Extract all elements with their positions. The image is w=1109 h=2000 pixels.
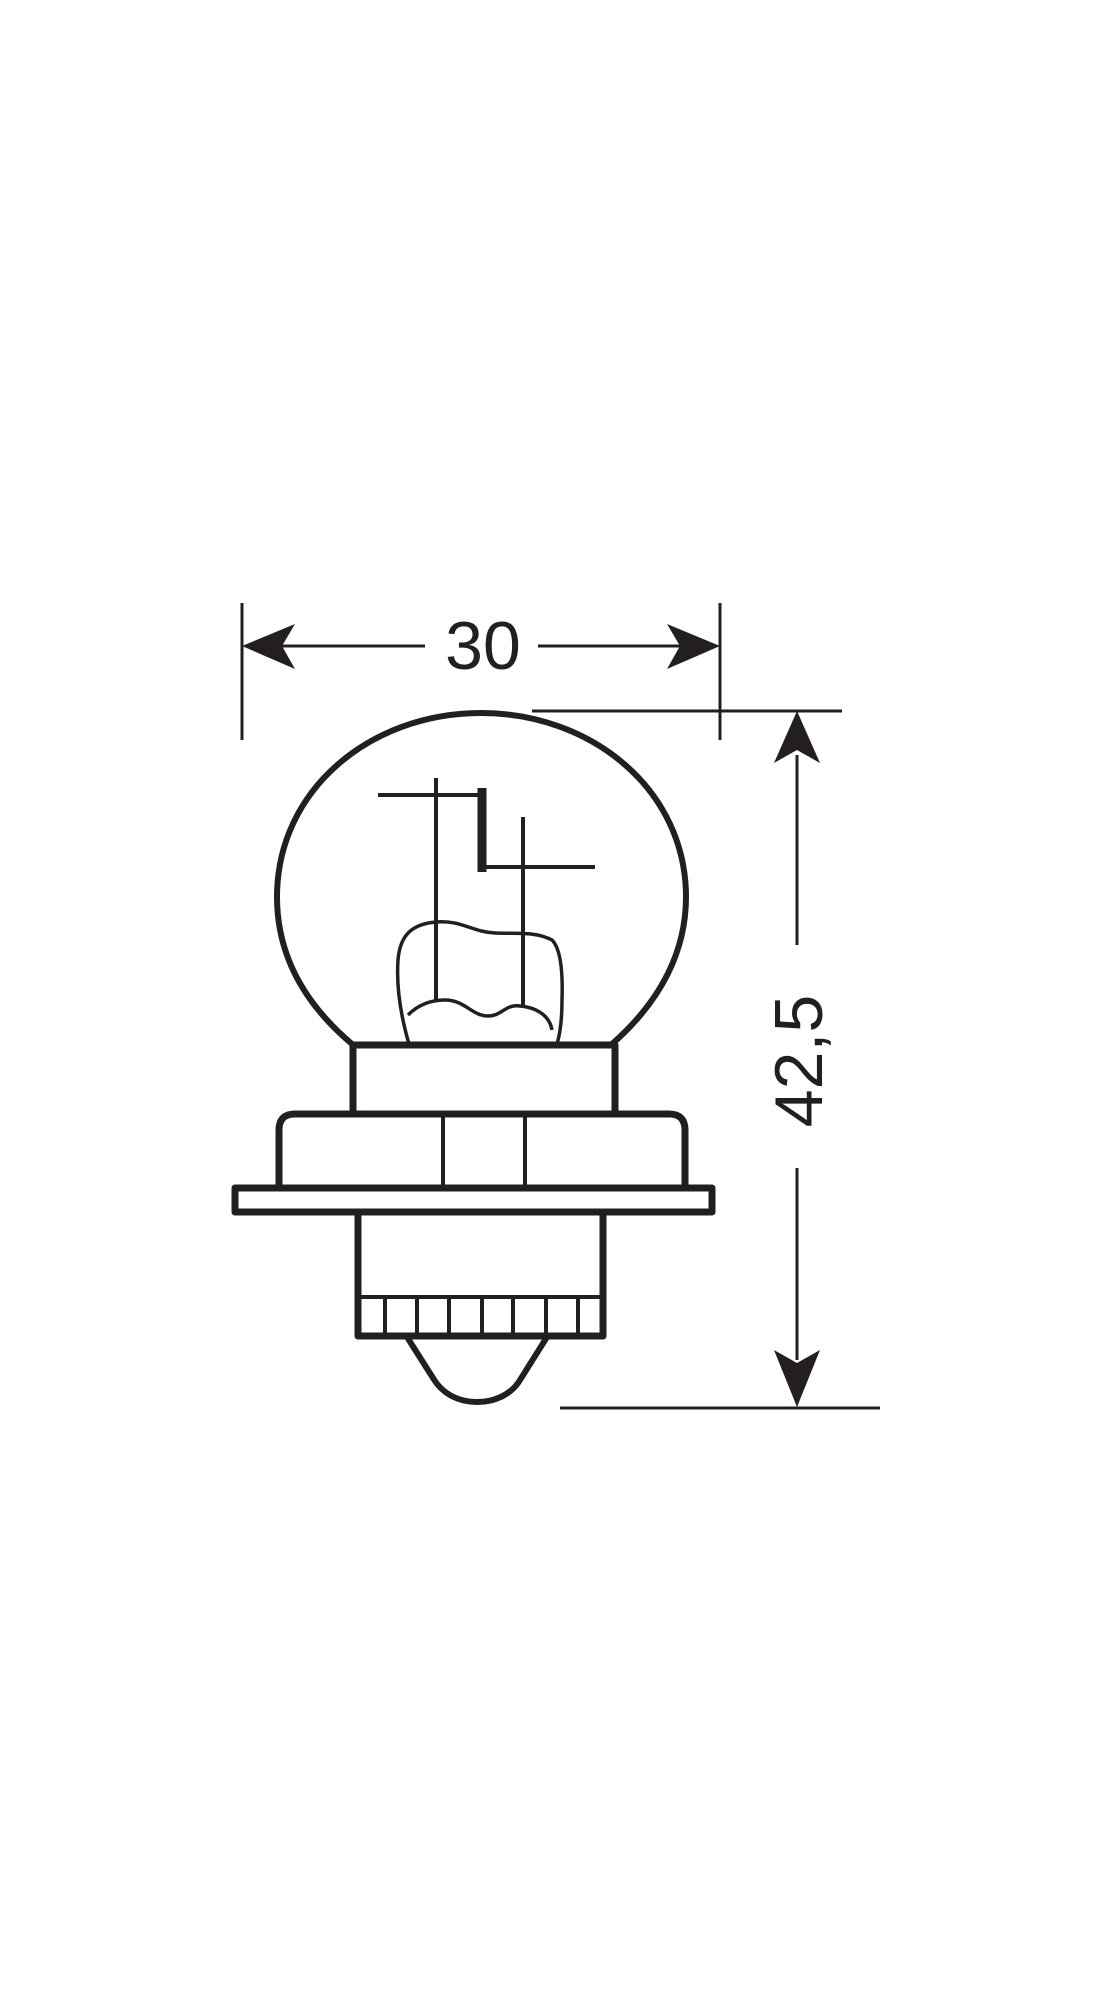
width-label: 30 <box>445 608 521 684</box>
base-ribs <box>383 1297 580 1336</box>
right-arrowhead-icon <box>667 624 720 669</box>
height-label: 42,5 <box>761 995 837 1127</box>
height-dimension <box>532 709 880 1410</box>
top-arrowhead-icon <box>774 711 820 763</box>
width-dimension <box>240 603 722 740</box>
contact-tip <box>404 1335 550 1405</box>
filament-assembly <box>378 778 595 1008</box>
bottom-arrowhead-icon <box>774 1350 820 1407</box>
glass-pinch-outline <box>395 920 564 1045</box>
flange-housing <box>275 1110 689 1188</box>
mounting-plate <box>231 1184 716 1216</box>
base-collar <box>349 1041 619 1118</box>
glass-globe <box>274 710 689 1047</box>
glass-pinch-seal <box>406 998 554 1031</box>
left-arrowhead-icon <box>242 624 295 669</box>
bulb <box>231 710 716 1405</box>
